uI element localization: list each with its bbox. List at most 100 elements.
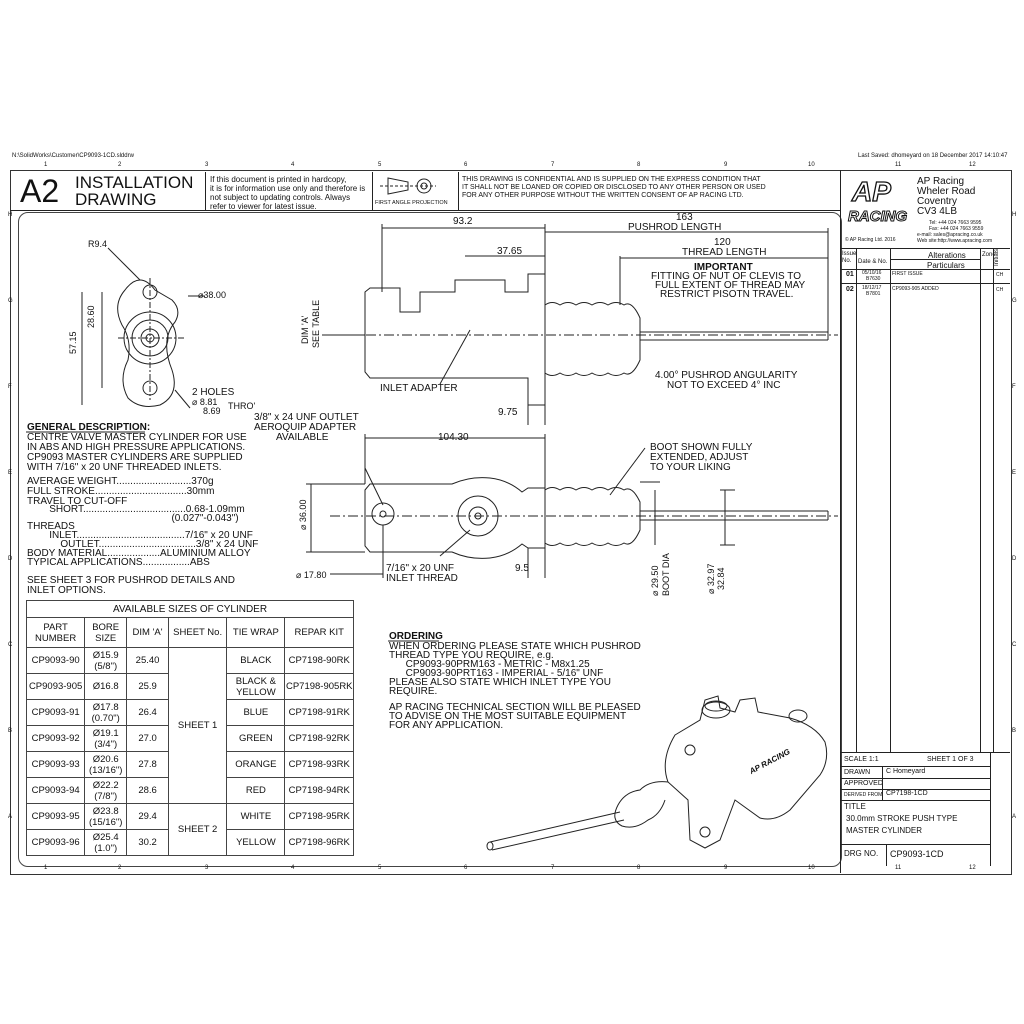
table-row: CP9093-95 Ø23.8(15/16") 29.4 SHEET 2 WHI… [25,803,354,856]
zone-number: 9 [724,865,728,871]
ordering-line: CP9093-90PRM163 - METRIC - M8x1.25 [389,659,590,670]
tie-wrap: WHITE [226,803,286,830]
bore-size: Ø16.8 [84,673,128,700]
dim-10430: 104.30 [438,432,469,443]
tie-wrap-line: BLACK & [235,675,276,687]
advice-line: FOR ANY APPLICATION. [389,720,504,731]
repair-kit: CP7198-95RK [284,803,354,830]
alterations-zone-head: Zone [982,252,996,258]
dim-r94: R9.4 [88,239,108,249]
zone-number: 5 [378,162,382,168]
tie-wrap: BLACK [226,647,286,674]
sizes-table: AVAILABLE SIZES OF CYLINDER PART NUMBER … [25,600,354,856]
drawn-value: C Homeyard [886,768,926,775]
ordering-line: CP9093-90PRT163 - IMPERIAL - 5/16" UNF [389,668,604,679]
dim-3284: 32.84 [716,567,726,590]
see-sheet-line: INLET OPTIONS. [27,585,106,596]
alterations-particulars-head: Particulars [927,261,965,270]
zone-number: 8 [637,162,641,168]
tie-wrap: ORANGE [226,751,286,778]
zone-letter: E [8,470,13,476]
part-number: CP9093-92 [25,725,86,752]
end-view [81,247,205,409]
column-header: TIE WRAP [226,617,286,648]
part-number: CP9093-96 [25,829,86,856]
zone-number: 11 [895,162,902,168]
ordering-line: REQUIRE. [389,686,438,697]
bore-size-value: Ø20.6 [92,753,119,765]
dim-36-value: 36.00 [298,499,308,523]
zone-letter: F [8,384,12,390]
iso-view [486,695,828,851]
contact-line: Fax: +44 024 7663 9559 [929,226,984,232]
boot-dia-label: BOOT DIA [661,553,671,596]
alterations-title: Alterations [928,251,966,260]
alteration-date: 05/10/16 [862,270,882,276]
zone-letter: D [8,556,13,562]
doc-type-line2: DRAWING [75,190,157,209]
side-view [322,224,838,425]
zone-letter: H [8,212,13,218]
dim-120: 120 [714,237,731,248]
tie-wrap: RED [226,777,286,804]
boot-line: TO YOUR LIKING [650,462,731,473]
important-line: FITTING OF NUT OF CLEVIS TO [651,271,802,282]
description-line: WITH 7/16" x 20 UNF THREADED INLETS. [27,462,222,473]
spec-line: (0.027"-0.043") [27,513,239,524]
alteration-issue: 02 [846,286,854,293]
drawn-label: DRAWN [844,769,871,776]
bore-size-value: Ø23.8 [92,805,119,817]
part-number: CP9093-91 [25,699,86,726]
description-line: CENTRE VALVE MASTER CYLINDER FOR USE [27,432,247,443]
bore-size: Ø25.4(1.0") [84,829,128,856]
bore-size: Ø23.8(15/16") [84,803,128,830]
alteration-date: 18/12/17 [862,285,882,291]
drg-number: CP9093-1CD [890,849,944,859]
important-line: RESTRICT PISOTN TRAVEL. [660,289,794,300]
bore-size-imperial: (13/16") [88,764,123,776]
repair-kit: CP7198-905RK [284,673,354,700]
dim-2950-value: 29.50 [650,565,660,589]
column-header: REPAR KIT [284,617,354,648]
column-header: SHEET No. [168,617,228,648]
dim-1780: ⌀ 17.80 [296,570,327,580]
dim-a-value: 25.40 [126,647,170,674]
sheet-size: A2 [20,173,60,209]
holes-thro: THRO' [228,401,256,411]
alteration-issue: 01 [846,271,854,278]
sheet-number-cell: SHEET 2 [168,803,228,856]
important-line: FULL EXTENT OF THREAD MAY [655,280,806,291]
ordering-line: PLEASE ALSO STATE WHICH INLET TYPE YOU [389,677,611,688]
dim-975: 9.75 [498,407,518,418]
tie-wrap: BLACK &YELLOW [226,673,286,700]
copyright: © AP Racing Ltd. 2016 [845,237,896,243]
zone-number: 3 [205,162,209,168]
repair-kit: CP7198-93RK [284,751,354,778]
repair-kit: CP7198-90RK [284,647,354,674]
column-header: BORE SIZE [84,617,128,648]
outlet-line: AVAILABLE [276,432,329,443]
bore-size: Ø20.6(13/16") [84,751,128,778]
zone-number: 2 [118,865,122,871]
holes-dim: ⌀ 8.81 [192,397,218,407]
alterations-date-head: Date & No. [858,259,888,265]
spec-line: AVERAGE WEIGHT..........................… [27,476,214,487]
bore-size-imperial: (0.70") [91,712,120,724]
projection-label: FIRST ANGLE PROJECTION [375,200,448,206]
ordering-line: WHEN ORDERING PLEASE STATE WHICH PUSHROD [389,641,641,652]
zone-number: 10 [808,162,815,168]
bore-size-imperial: (1.0") [94,842,118,854]
zone-letter: G [1012,298,1017,304]
dim-a-label: DIM 'A' [300,315,310,344]
dim-d38-value: 38.00 [203,290,226,300]
advice-line: TO ADVISE ON THE MOST SUITABLE EQUIPMENT [389,711,627,722]
zone-number: 7 [551,865,555,871]
zone-letter: H [1012,212,1017,218]
angularity-line: NOT TO EXCEED 4° INC [667,380,781,391]
bore-size-imperial: (7/8") [94,790,118,802]
zone-letter: F [1012,384,1016,390]
dim-2860: 28.60 [86,305,96,328]
tie-wrap: GREEN [226,725,286,752]
dim-5715: 57.15 [68,331,78,354]
print-notice-line: refer to viewer for latest issue. [210,202,317,211]
